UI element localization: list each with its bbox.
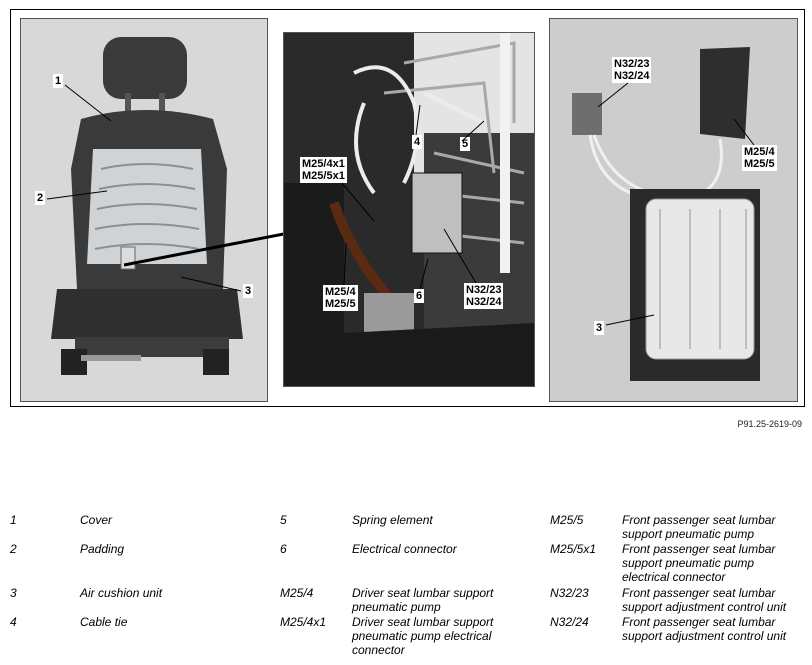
legend-desc: Front passenger seat lumbar support pneu… — [622, 513, 776, 541]
callout-3: 3 — [243, 284, 254, 298]
legend-desc: Air cushion unit — [80, 586, 163, 600]
legend-desc: Spring element — [352, 513, 433, 527]
legend-desc: Cable tie — [80, 615, 128, 629]
legend-key: M25/5 — [550, 513, 584, 527]
callout-6: 6 — [414, 289, 425, 303]
legend-key: M25/5x1 — [550, 542, 597, 556]
illustration-frame: 1 2 3 — [10, 9, 805, 407]
legend-key: N32/24 — [550, 615, 589, 629]
legend-key: 1 — [10, 513, 17, 527]
legend-desc: Front passenger seat lumbar support adju… — [622, 586, 787, 614]
callout-2: 2 — [35, 191, 46, 205]
right-leader-lines — [597, 82, 755, 326]
legend-key: M25/4x1 — [280, 615, 327, 629]
callout-3-right: 3 — [594, 321, 605, 335]
callout-n32-23: N32/23 N32/24 — [464, 283, 504, 309]
legend-desc: Driver seat lumbar support pneumatic pum… — [352, 586, 494, 614]
zoom-connector — [123, 230, 295, 267]
legend-desc: Cover — [80, 513, 113, 527]
callout-n32-23-right: N32/23 N32/24 — [612, 57, 652, 83]
pump-closeup-photo: 4 5 M25/4x1 M25/5x1 M25/4 M25/5 6 N32/23… — [283, 32, 535, 387]
legend-desc: Padding — [80, 542, 125, 556]
air-cushion-drawing — [550, 19, 797, 401]
callout-m25-4-right: M25/4 M25/5 — [742, 145, 777, 171]
legend-key: N32/23 — [550, 586, 589, 600]
legend-desc: Front passenger seat lumbar support pneu… — [622, 542, 776, 584]
pump-closeup-drawing — [284, 33, 534, 386]
air-cushion-photo: N32/23 N32/24 M25/4 M25/5 3 — [549, 18, 798, 402]
callout-4: 4 — [412, 135, 423, 149]
legend-key: 3 — [10, 586, 17, 600]
callout-m25-4x1: M25/4x1 M25/5x1 — [300, 157, 347, 183]
callout-m25-4: M25/4 M25/5 — [323, 285, 358, 311]
legend-desc: Front passenger seat lumbar support adju… — [622, 615, 787, 643]
legend-key: 2 — [10, 542, 17, 556]
left-leader-lines — [46, 84, 242, 292]
legend-key: M25/4 — [280, 586, 314, 600]
middle-leader-lines — [341, 104, 485, 290]
legend-key: 5 — [280, 513, 287, 527]
callout-5: 5 — [460, 137, 471, 151]
reference-code: P91.25-2619-09 — [737, 419, 802, 429]
legend-key: 6 — [280, 542, 287, 556]
legend-desc: Driver seat lumbar support pneumatic pum… — [352, 615, 494, 657]
legend-desc: Electrical connector — [352, 542, 457, 556]
legend-key: 4 — [10, 615, 17, 629]
seat-overview-photo: 1 2 3 — [20, 18, 268, 402]
callout-1: 1 — [53, 74, 64, 88]
